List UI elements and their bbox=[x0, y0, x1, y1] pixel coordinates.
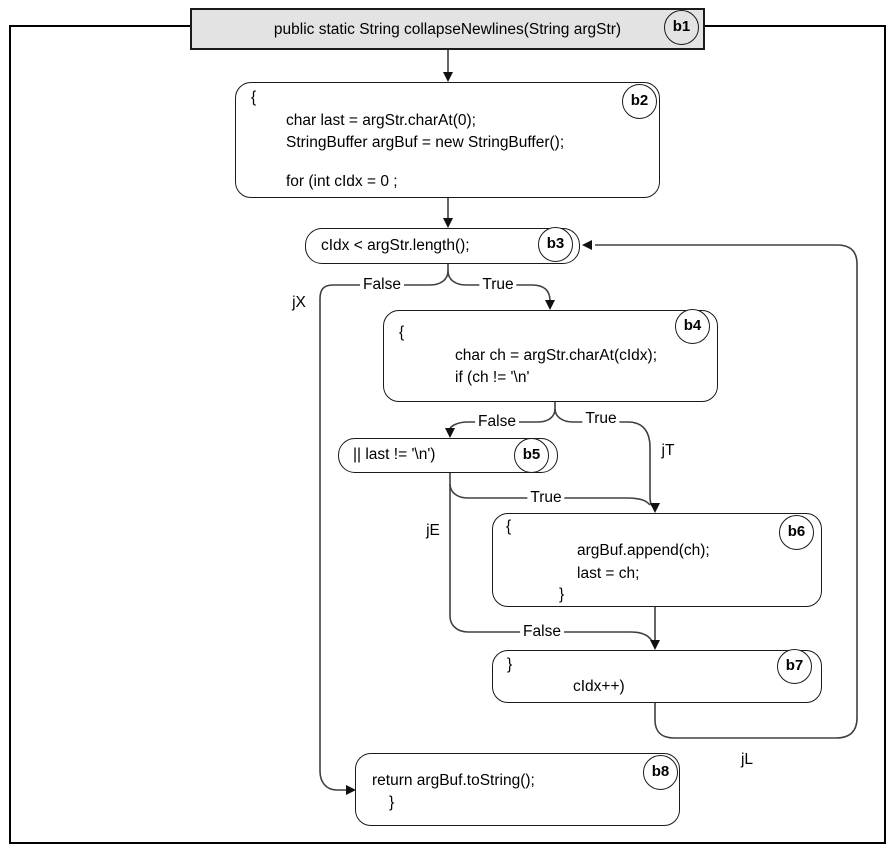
edge-b3-false-jx bbox=[319, 263, 449, 791]
node-b7: } cIdx++) bbox=[492, 650, 822, 703]
node-b5-text: || last != '\n') bbox=[353, 446, 436, 463]
edge-b7-jl-b3 bbox=[595, 244, 858, 739]
node-b8-brace: } bbox=[389, 794, 395, 811]
node-b4: { char ch = argStr.charAt(cIdx); if (ch … bbox=[383, 310, 718, 402]
node-b2-stmt2: StringBuffer argBuf = new StringBuffer()… bbox=[286, 134, 565, 151]
edge-b5-false-je-b7 bbox=[449, 484, 653, 642]
edge-label-b4-false: False bbox=[475, 413, 519, 431]
edge-label-jt: jT bbox=[661, 442, 675, 459]
edge-b4-true-jt-b6 bbox=[554, 408, 654, 508]
node-b8: return argBuf.toString(); } bbox=[355, 753, 680, 826]
node-badge-b2: b2 bbox=[622, 84, 657, 119]
edge-label-b4-true: True bbox=[582, 410, 620, 428]
edge-b5-true-b6 bbox=[449, 472, 651, 506]
edge-b4-false-b5 bbox=[449, 402, 556, 430]
node-badge-b8: b8 bbox=[643, 755, 678, 790]
node-badge-b1: b1 bbox=[664, 10, 699, 45]
node-b1-text: public static String collapseNewlines(St… bbox=[273, 21, 622, 38]
node-b6: { argBuf.append(ch); last = ch; } bbox=[492, 513, 822, 607]
edge-label-je: jE bbox=[426, 522, 440, 539]
node-b7-brace: } bbox=[507, 656, 513, 673]
arrowhead-into-b5 bbox=[445, 428, 455, 438]
node-b6-closebrace: } bbox=[559, 586, 565, 603]
node-b4-stmt2: if (ch != '\n' bbox=[455, 369, 530, 386]
node-b8-stmt: return argBuf.toString(); bbox=[372, 772, 535, 789]
node-b7-stmt: cIdx++) bbox=[573, 678, 625, 695]
node-b4-stmt1: char ch = argStr.charAt(cIdx); bbox=[455, 347, 658, 364]
arrowhead-into-b2 bbox=[443, 72, 453, 82]
node-badge-b5: b5 bbox=[514, 438, 549, 473]
node-b4-brace: { bbox=[399, 324, 405, 341]
arrowhead-into-b6 bbox=[650, 503, 660, 513]
node-b3-text: cIdx < argStr.length(); bbox=[321, 237, 470, 254]
arrowhead-into-b7 bbox=[650, 640, 660, 650]
node-b2-brace: { bbox=[251, 89, 257, 106]
arrowhead-into-b3-top bbox=[443, 218, 453, 228]
node-badge-b4: b4 bbox=[675, 309, 710, 344]
arrowhead-into-b3-right bbox=[582, 240, 592, 250]
edge-label-b3-true: True bbox=[479, 276, 517, 294]
node-badge-b7: b7 bbox=[777, 649, 812, 684]
node-b1: public static String collapseNewlines(St… bbox=[190, 8, 705, 50]
node-b2: { char last = argStr.charAt(0); StringBu… bbox=[235, 82, 660, 198]
node-badge-b6: b6 bbox=[779, 515, 814, 550]
arrowhead-into-b4 bbox=[545, 300, 555, 310]
edge-label-b5-true: True bbox=[527, 489, 565, 507]
node-b6-stmt1: argBuf.append(ch); bbox=[577, 542, 710, 559]
arrowhead-into-b8 bbox=[346, 785, 356, 795]
node-b2-stmt3: for (int cIdx = 0 ; bbox=[286, 173, 398, 190]
edge-label-b3-false: False bbox=[360, 276, 404, 294]
node-b6-brace: { bbox=[506, 518, 512, 535]
edge-label-jl: jL bbox=[740, 751, 754, 768]
node-b6-stmt2: last = ch; bbox=[577, 565, 640, 582]
edge-label-jx: jX bbox=[292, 294, 306, 311]
node-badge-b3: b3 bbox=[538, 227, 573, 262]
node-b2-stmt1: char last = argStr.charAt(0); bbox=[286, 112, 476, 129]
edge-label-je-false: False bbox=[520, 623, 564, 641]
node-b3: cIdx < argStr.length(); bbox=[305, 228, 580, 264]
